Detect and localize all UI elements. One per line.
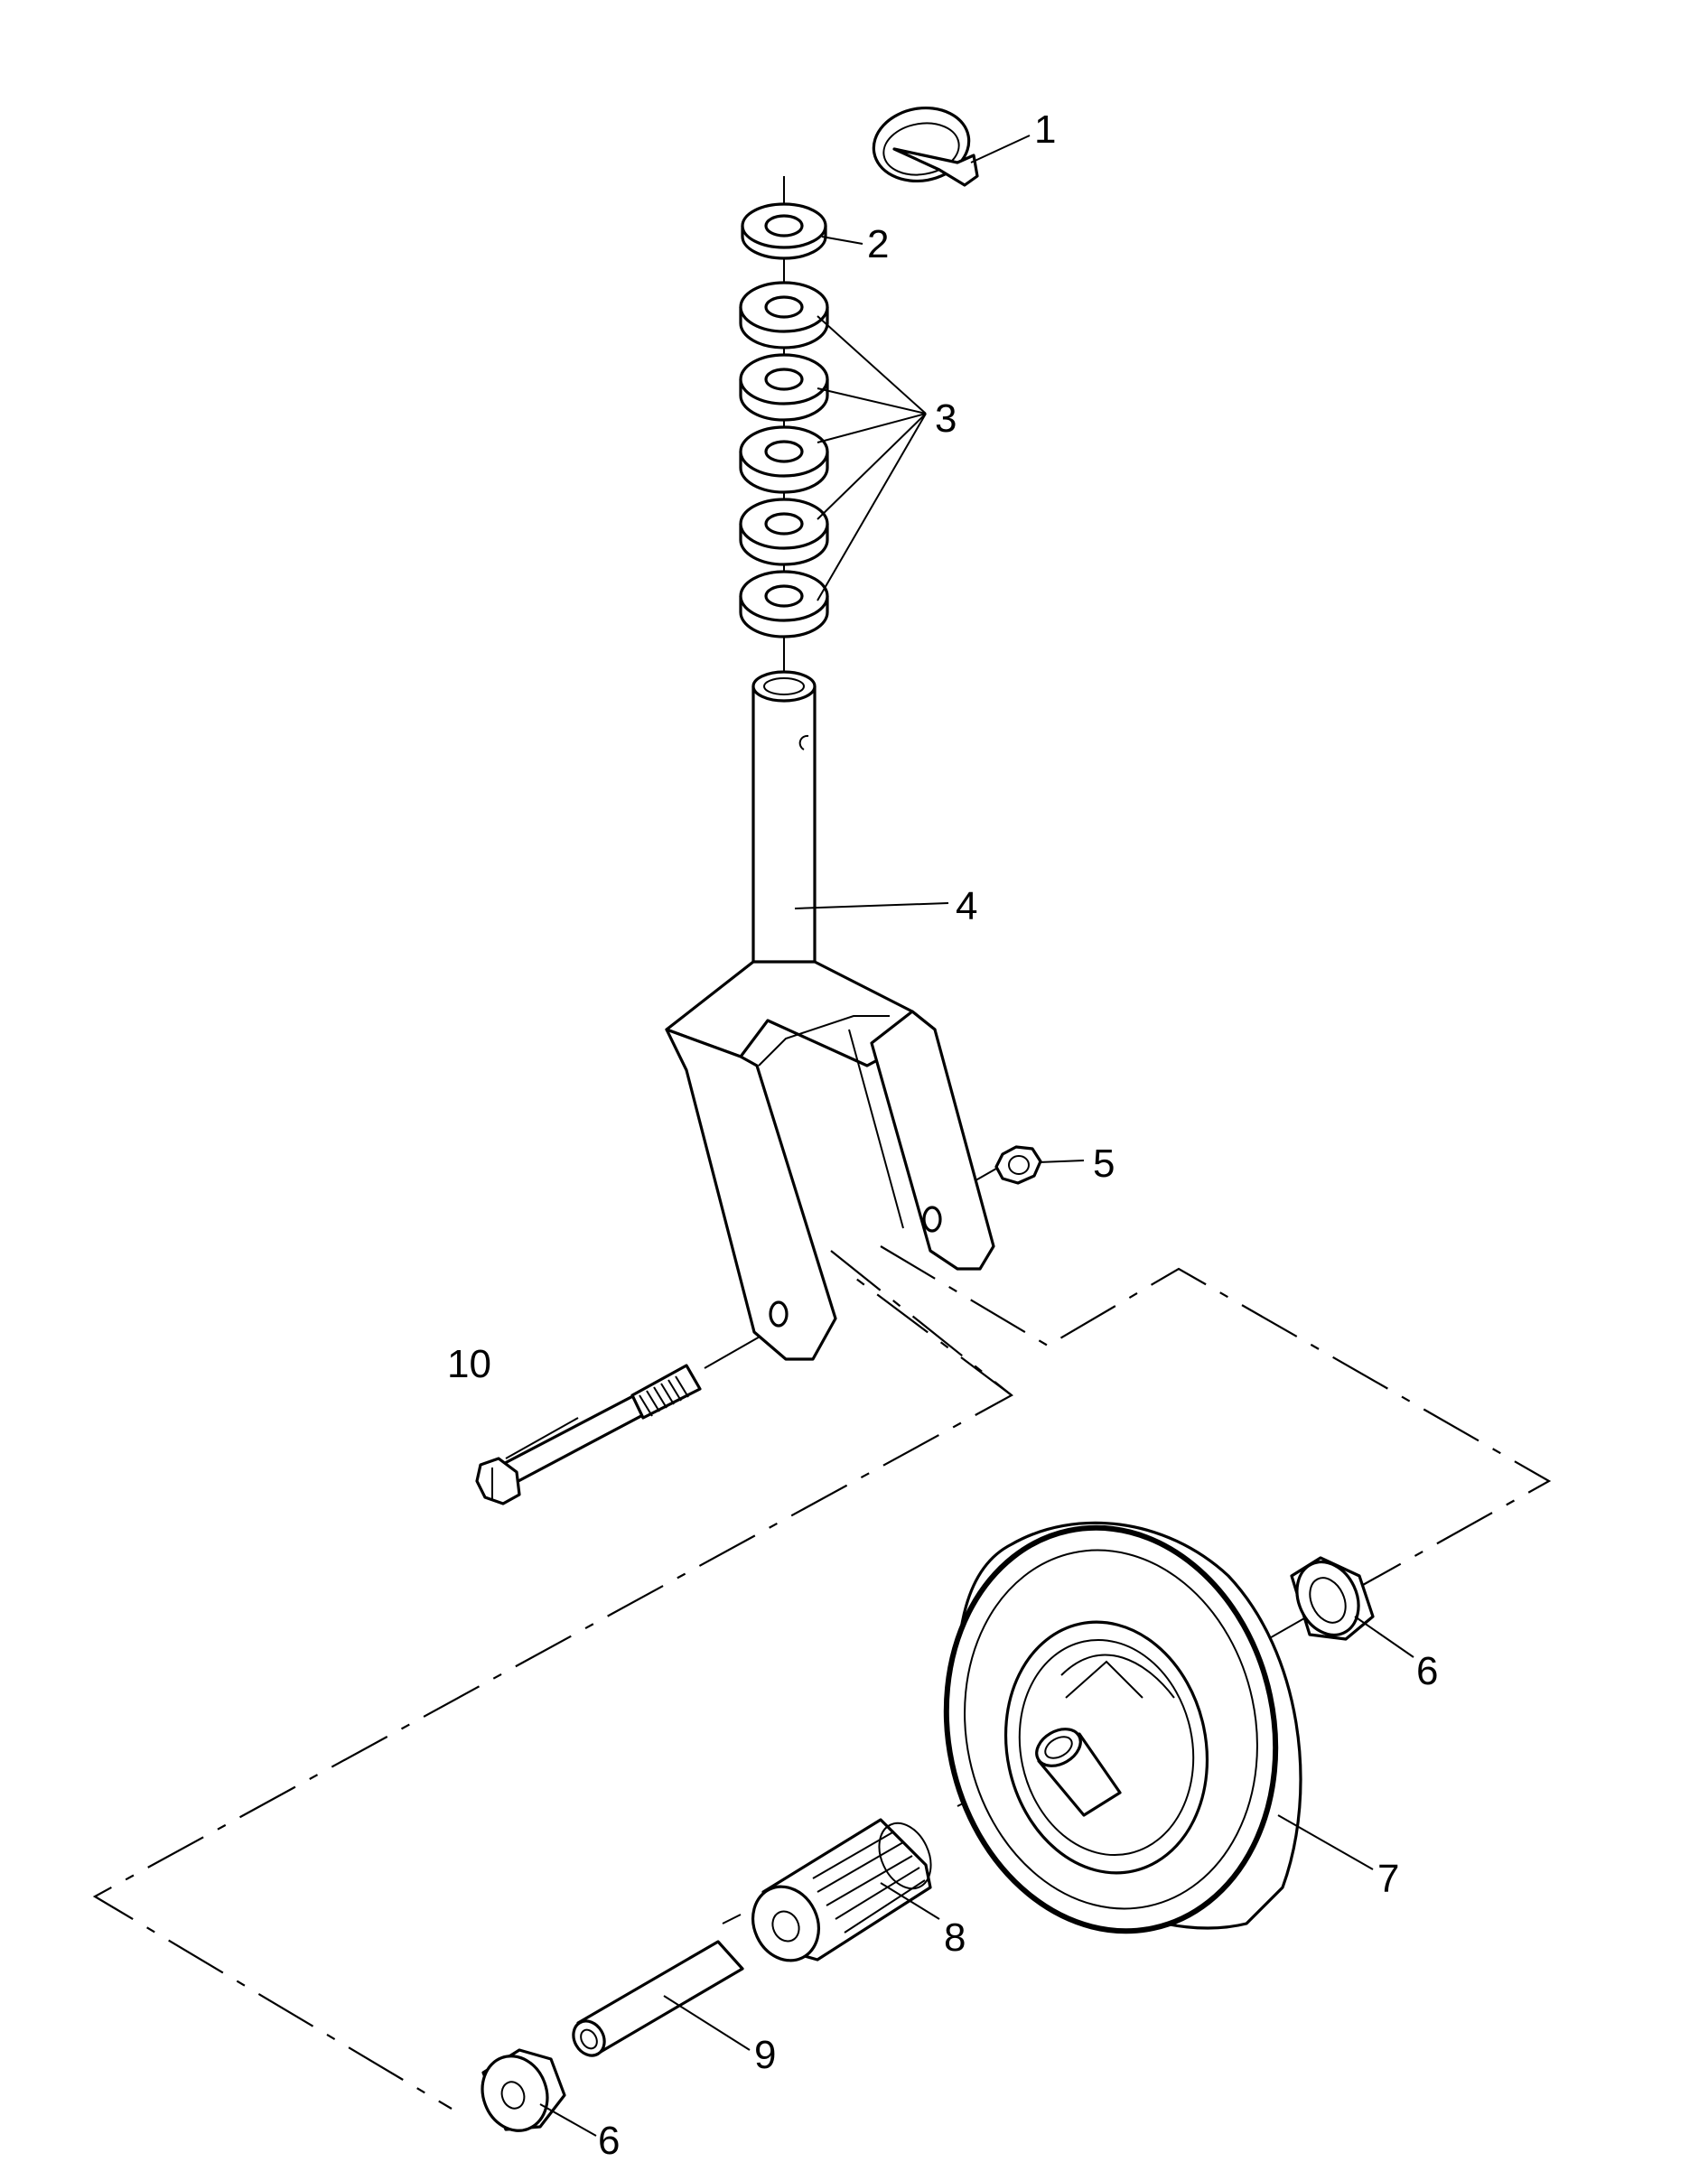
callout-5: 5 (1093, 1142, 1115, 1186)
callout-10: 10 (447, 1342, 491, 1386)
callout-4: 4 (956, 884, 977, 928)
wheel (943, 1521, 1374, 1934)
leader-4 (794, 902, 949, 909)
spacer-washers (739, 281, 927, 638)
callout-6-upper: 6 (1416, 1649, 1438, 1693)
callout-3: 3 (935, 396, 957, 441)
axle-bolt (475, 1364, 702, 1505)
spacer-washer (739, 353, 829, 422)
thin-washer (741, 202, 863, 260)
callout-7: 7 (1377, 1857, 1399, 1901)
callout-8: 8 (944, 1915, 966, 1960)
callout-6-lower: 6 (598, 2119, 620, 2157)
spacer-washer (739, 425, 829, 494)
callout-9: 9 (754, 2033, 776, 2077)
roller-bearing (751, 1818, 940, 1962)
callout-labels: 1 2 3 4 5 6 7 8 9 10 6 (447, 107, 1438, 2162)
spacer-washer (739, 281, 829, 349)
caster-fork (665, 670, 995, 1361)
hex-nut (994, 1145, 1085, 1185)
bushing-lower (481, 2048, 597, 2137)
spacer-washer (739, 570, 829, 638)
callout-2: 2 (867, 222, 889, 266)
bushing-upper (1290, 1556, 1414, 1658)
spacer-tube (572, 1940, 751, 2057)
lynch-pin (872, 106, 1031, 187)
spacer-washer (739, 498, 829, 566)
callout-1: 1 (1034, 107, 1056, 152)
